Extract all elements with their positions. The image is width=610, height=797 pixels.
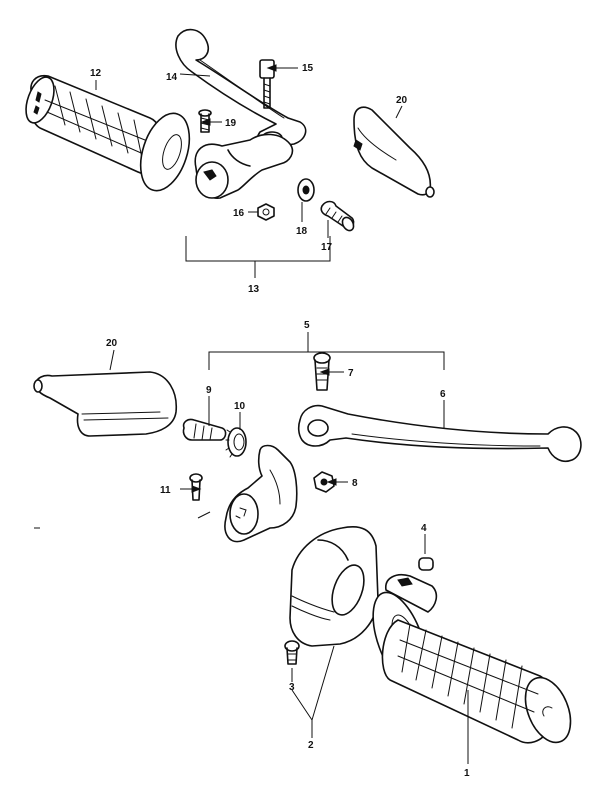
callout-20-bottom: 20: [106, 338, 118, 349]
brake-lever: [297, 404, 582, 463]
adjuster-17: [320, 200, 355, 232]
lever-cover-top: [353, 106, 435, 198]
callout-3: 3: [289, 682, 295, 693]
leader-2: [291, 645, 335, 738]
leader-20-top: [395, 105, 403, 119]
callout-19: 19: [225, 118, 237, 129]
callout-16: 16: [233, 208, 245, 219]
callout-2: 2: [308, 740, 314, 751]
nut-16: [257, 203, 275, 221]
plug-4: [418, 557, 434, 571]
callout-11: 11: [160, 485, 171, 496]
arrow-8: [326, 478, 337, 486]
callout-13: 13: [248, 284, 260, 295]
arrow-15: [266, 64, 277, 72]
callout-6: 6: [440, 389, 446, 400]
arrow-19: [200, 118, 211, 126]
callout-12: 12: [90, 68, 102, 79]
throttle-housing: [289, 526, 379, 647]
arrow-7: [319, 368, 330, 376]
screw-11-guide: [197, 511, 211, 519]
arrow-11: [191, 485, 202, 493]
callout-15: 15: [302, 63, 314, 74]
assembly-bracket-5: [208, 351, 445, 370]
callout-1: 1: [464, 768, 470, 779]
leader-14: [179, 73, 211, 77]
screw-3: [284, 640, 300, 665]
lever-cover-bottom: [33, 371, 177, 437]
callout-5: 5: [304, 320, 310, 331]
bolt-9: [182, 418, 227, 441]
grip-left: [25, 74, 191, 192]
callout-20-top: 20: [396, 95, 408, 106]
callout-4: 4: [421, 523, 427, 534]
callout-14: 14: [166, 72, 178, 83]
lever-bracket: [194, 133, 294, 199]
callout-17: 17: [321, 242, 333, 253]
callout-8: 8: [352, 478, 358, 489]
adjuster-10: [225, 427, 247, 458]
brake-lever-bracket: [224, 444, 298, 543]
nut-8: [313, 471, 335, 493]
callout-18: 18: [296, 226, 308, 237]
callout-7: 7: [348, 368, 354, 379]
washer-18: [297, 178, 315, 202]
leader-20-bottom: [109, 349, 115, 371]
callout-9: 9: [206, 385, 212, 396]
callout-10: 10: [234, 401, 246, 412]
grip-right: [372, 574, 572, 744]
assembly-bracket-13: [185, 236, 331, 262]
clutch-lever: [175, 28, 307, 150]
